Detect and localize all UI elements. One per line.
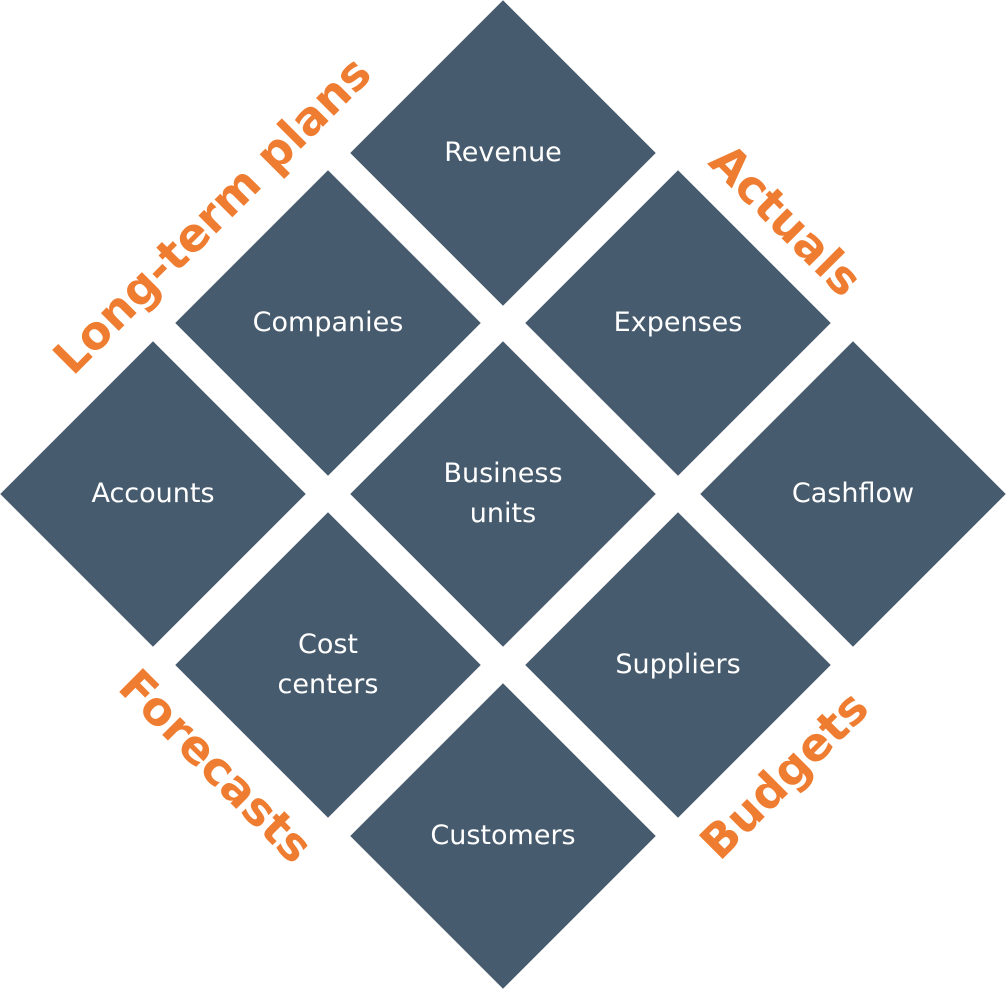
tile-label: Cashflow: [791, 478, 915, 509]
tile-label: Revenue: [444, 137, 562, 168]
tile-label: Accounts: [91, 478, 215, 509]
tile-label: Companies: [252, 307, 404, 338]
tile-label: Suppliers: [615, 649, 741, 680]
tile-label: Cost centers: [277, 629, 379, 700]
tile-label: Expenses: [613, 307, 743, 338]
tile-label: Business units: [443, 458, 563, 529]
tile-label: Customers: [430, 820, 576, 851]
